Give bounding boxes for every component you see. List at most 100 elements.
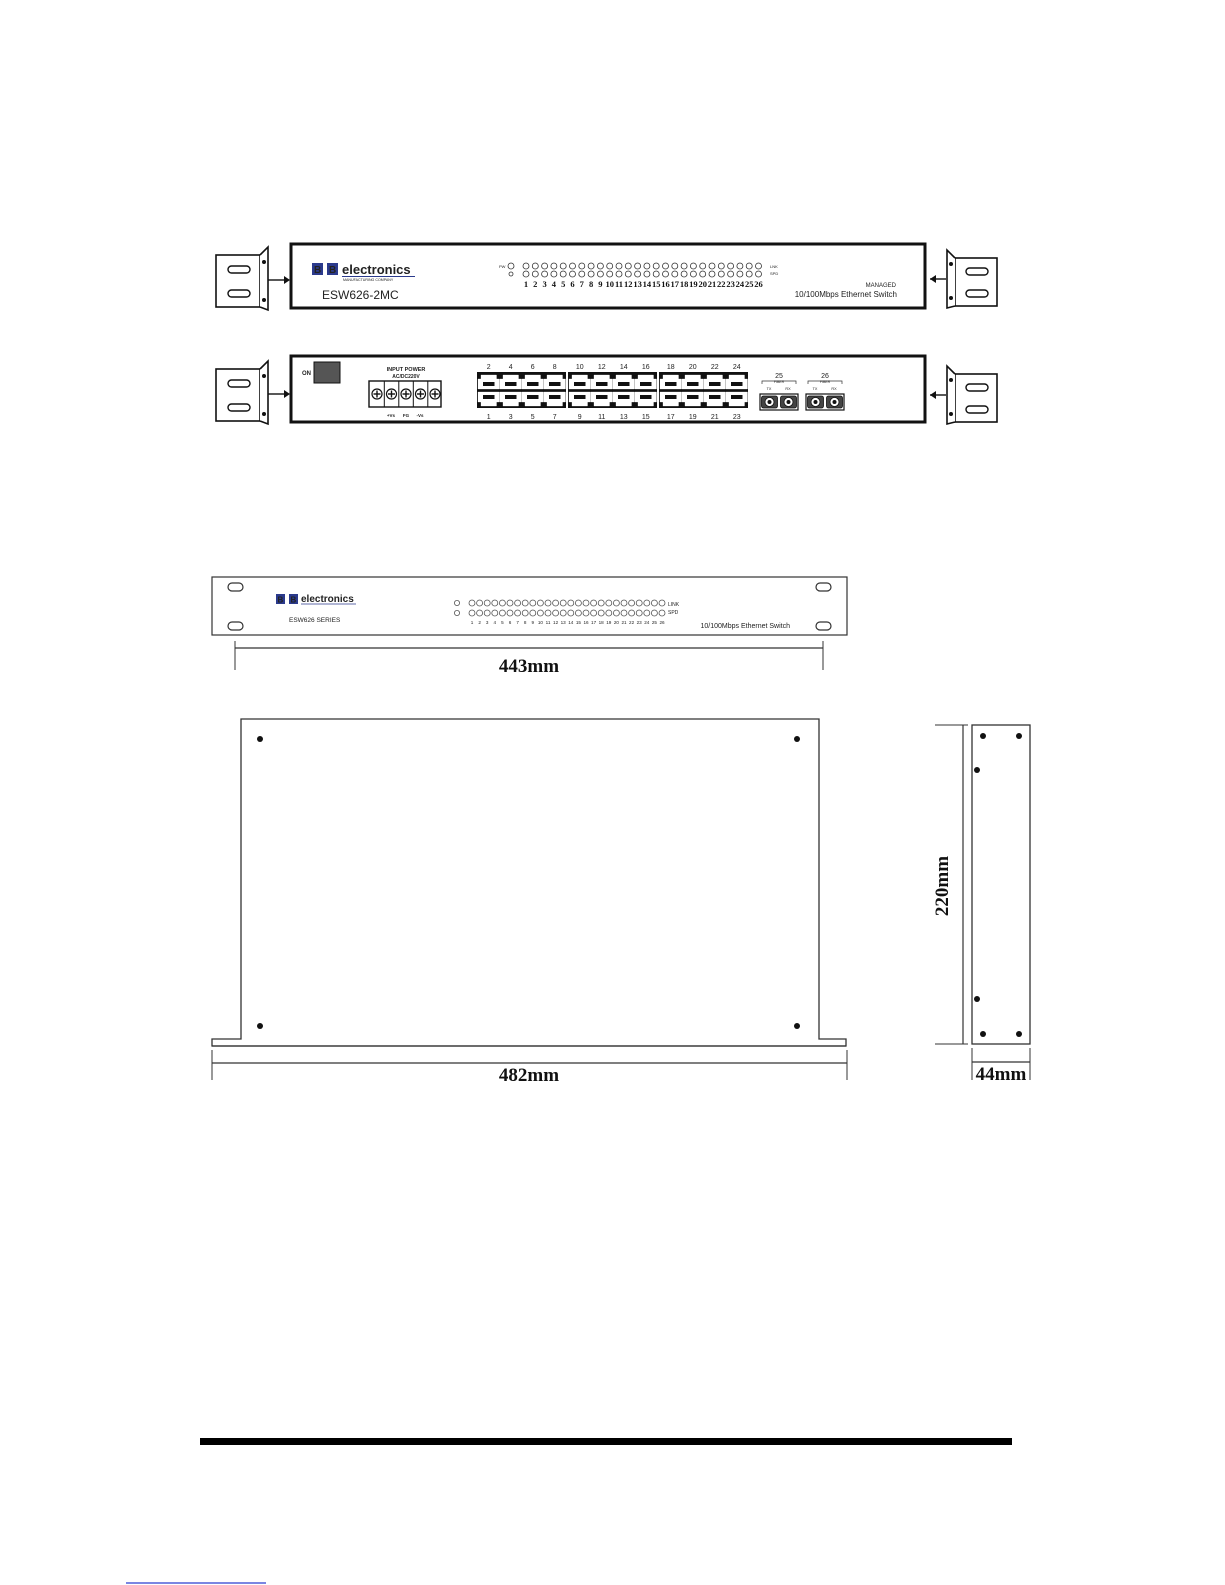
rj45-top-label-8: 8: [553, 364, 557, 371]
led-speed-12: [624, 270, 632, 278]
led-speed-17: [671, 270, 679, 278]
dim-led-link-20: [613, 599, 620, 607]
front-port-number-1: 1: [524, 279, 528, 289]
led-speed-22: [717, 270, 725, 278]
dim-led-speed-1: [468, 609, 476, 617]
led-link-21: [708, 262, 716, 270]
dim-led-speed-15: [575, 609, 582, 617]
power-input-title: INPUT POWER: [387, 367, 426, 373]
brand-logo: B B electronics MANUFACTURING COMPANY: [312, 262, 415, 282]
front-model-label: ESW626-2MC: [322, 288, 399, 302]
dim-led-speed-23: [635, 609, 643, 617]
power-switch[interactable]: [313, 361, 341, 384]
dim-port-number-22: 22: [629, 620, 635, 625]
power-switch-label: ON: [302, 371, 311, 377]
dim-port-number-6: 6: [509, 620, 512, 625]
dim-port-number-4: 4: [494, 620, 497, 625]
dim-led-link-7: [514, 599, 521, 607]
dim-led-link-22: [628, 599, 635, 607]
led-link-4: [550, 262, 558, 270]
front-port-number-15: 15: [652, 279, 661, 289]
dim-top-chassis: [211, 718, 847, 1047]
dim-led-speed-21: [620, 609, 628, 617]
led-link-18: [680, 262, 688, 270]
dim-port-number-12: 12: [553, 620, 559, 625]
fiber-rx-label-25: RX: [785, 387, 791, 391]
dim-port-number-9: 9: [532, 620, 535, 625]
fiber-port-number-25: 25: [775, 373, 783, 380]
led-speed-7: [578, 270, 586, 278]
dim-led-array: [453, 599, 666, 617]
front-port-number-8: 8: [589, 279, 593, 289]
dim-width-482: 482mm: [499, 1065, 559, 1086]
rj45-top-label-10: 10: [576, 364, 584, 371]
led-link-25: [745, 262, 753, 270]
dim-led-speed-14: [567, 609, 575, 617]
dim-led-speed-24: [643, 609, 651, 617]
dim-series-label: ESW626 SERIES: [289, 617, 341, 624]
led-speed-20: [699, 270, 707, 278]
dim-led-speed-7: [514, 609, 521, 617]
dim-port-number-14: 14: [568, 620, 574, 625]
led-link-2: [531, 262, 539, 270]
rj45-top-label-24: 24: [733, 364, 741, 371]
dim-port-number-8: 8: [524, 620, 527, 625]
led-link-14: [643, 262, 651, 270]
dim-led-link-6: [506, 599, 514, 607]
dim-port-number-7: 7: [516, 620, 519, 625]
right-rack-bracket: [930, 248, 998, 310]
led-power: [507, 262, 515, 270]
power-terminal-block: [368, 380, 442, 408]
front-port-number-24: 24: [736, 279, 745, 289]
dim-depth-220: 220mm: [932, 856, 953, 916]
dim-led-speed-8: [521, 609, 529, 617]
dim-port-number-3: 3: [486, 620, 489, 625]
dim-led-speed-25: [651, 609, 658, 617]
led-speed-14: [643, 270, 651, 278]
rj45-bottom-label-21: 21: [711, 414, 719, 421]
led-speed-11: [615, 270, 623, 278]
dim-led-speed-17: [590, 609, 597, 617]
footer-rule: [200, 1438, 1012, 1445]
dim-led-link-14: [567, 599, 575, 607]
dim-led-link-5: [498, 599, 506, 607]
led-power-label: PW: [499, 264, 506, 269]
front-port-number-3: 3: [542, 279, 546, 289]
rj45-top-label-6: 6: [531, 364, 535, 371]
left-rack-bracket-rear: [215, 359, 290, 426]
dim-width-443: 443mm: [499, 656, 559, 677]
dim-led-link-17: [590, 599, 597, 607]
front-port-number-7: 7: [580, 279, 585, 289]
front-port-number-25: 25: [745, 279, 754, 289]
led-speed-26: [755, 270, 762, 278]
front-port-number-2: 2: [533, 279, 537, 289]
rj45-bottom-label-13: 13: [620, 414, 628, 421]
rj45-top-label-2: 2: [487, 364, 491, 371]
dim-led-link-19: [605, 599, 613, 607]
svg-text:MANUFACTURING COMPANY: MANUFACTURING COMPANY: [343, 278, 394, 282]
dim-port-number-11: 11: [546, 620, 551, 625]
led-link-22: [717, 262, 725, 270]
dim-led-link-1: [468, 599, 476, 607]
dim-led-link-label: LINK: [668, 602, 680, 608]
led-link-9: [597, 262, 604, 270]
front-port-number-22: 22: [717, 279, 726, 289]
right-rack-bracket-rear: [930, 364, 998, 426]
dim-front-description: 10/100Mbps Ethernet Switch: [701, 623, 791, 630]
led-speed-1: [522, 270, 530, 278]
led-speed-2: [531, 270, 539, 278]
dim-port-number-26: 26: [659, 620, 665, 625]
front-port-number-26: 26: [754, 279, 763, 289]
led-link-15: [652, 262, 660, 270]
dim-port-number-15: 15: [576, 620, 582, 625]
led-speed-16: [662, 270, 669, 278]
dimension-front-view: B B electronics ESW626 SERIES LINK SPD 1…: [211, 576, 848, 677]
dim-brand-logo: B B electronics: [276, 594, 356, 605]
fiber-tx-label-26: TX: [813, 387, 818, 391]
rj45-bottom-label-17: 17: [667, 414, 675, 421]
dim-port-number-25: 25: [652, 620, 658, 625]
rj45-bottom-label-15: 15: [642, 414, 650, 421]
